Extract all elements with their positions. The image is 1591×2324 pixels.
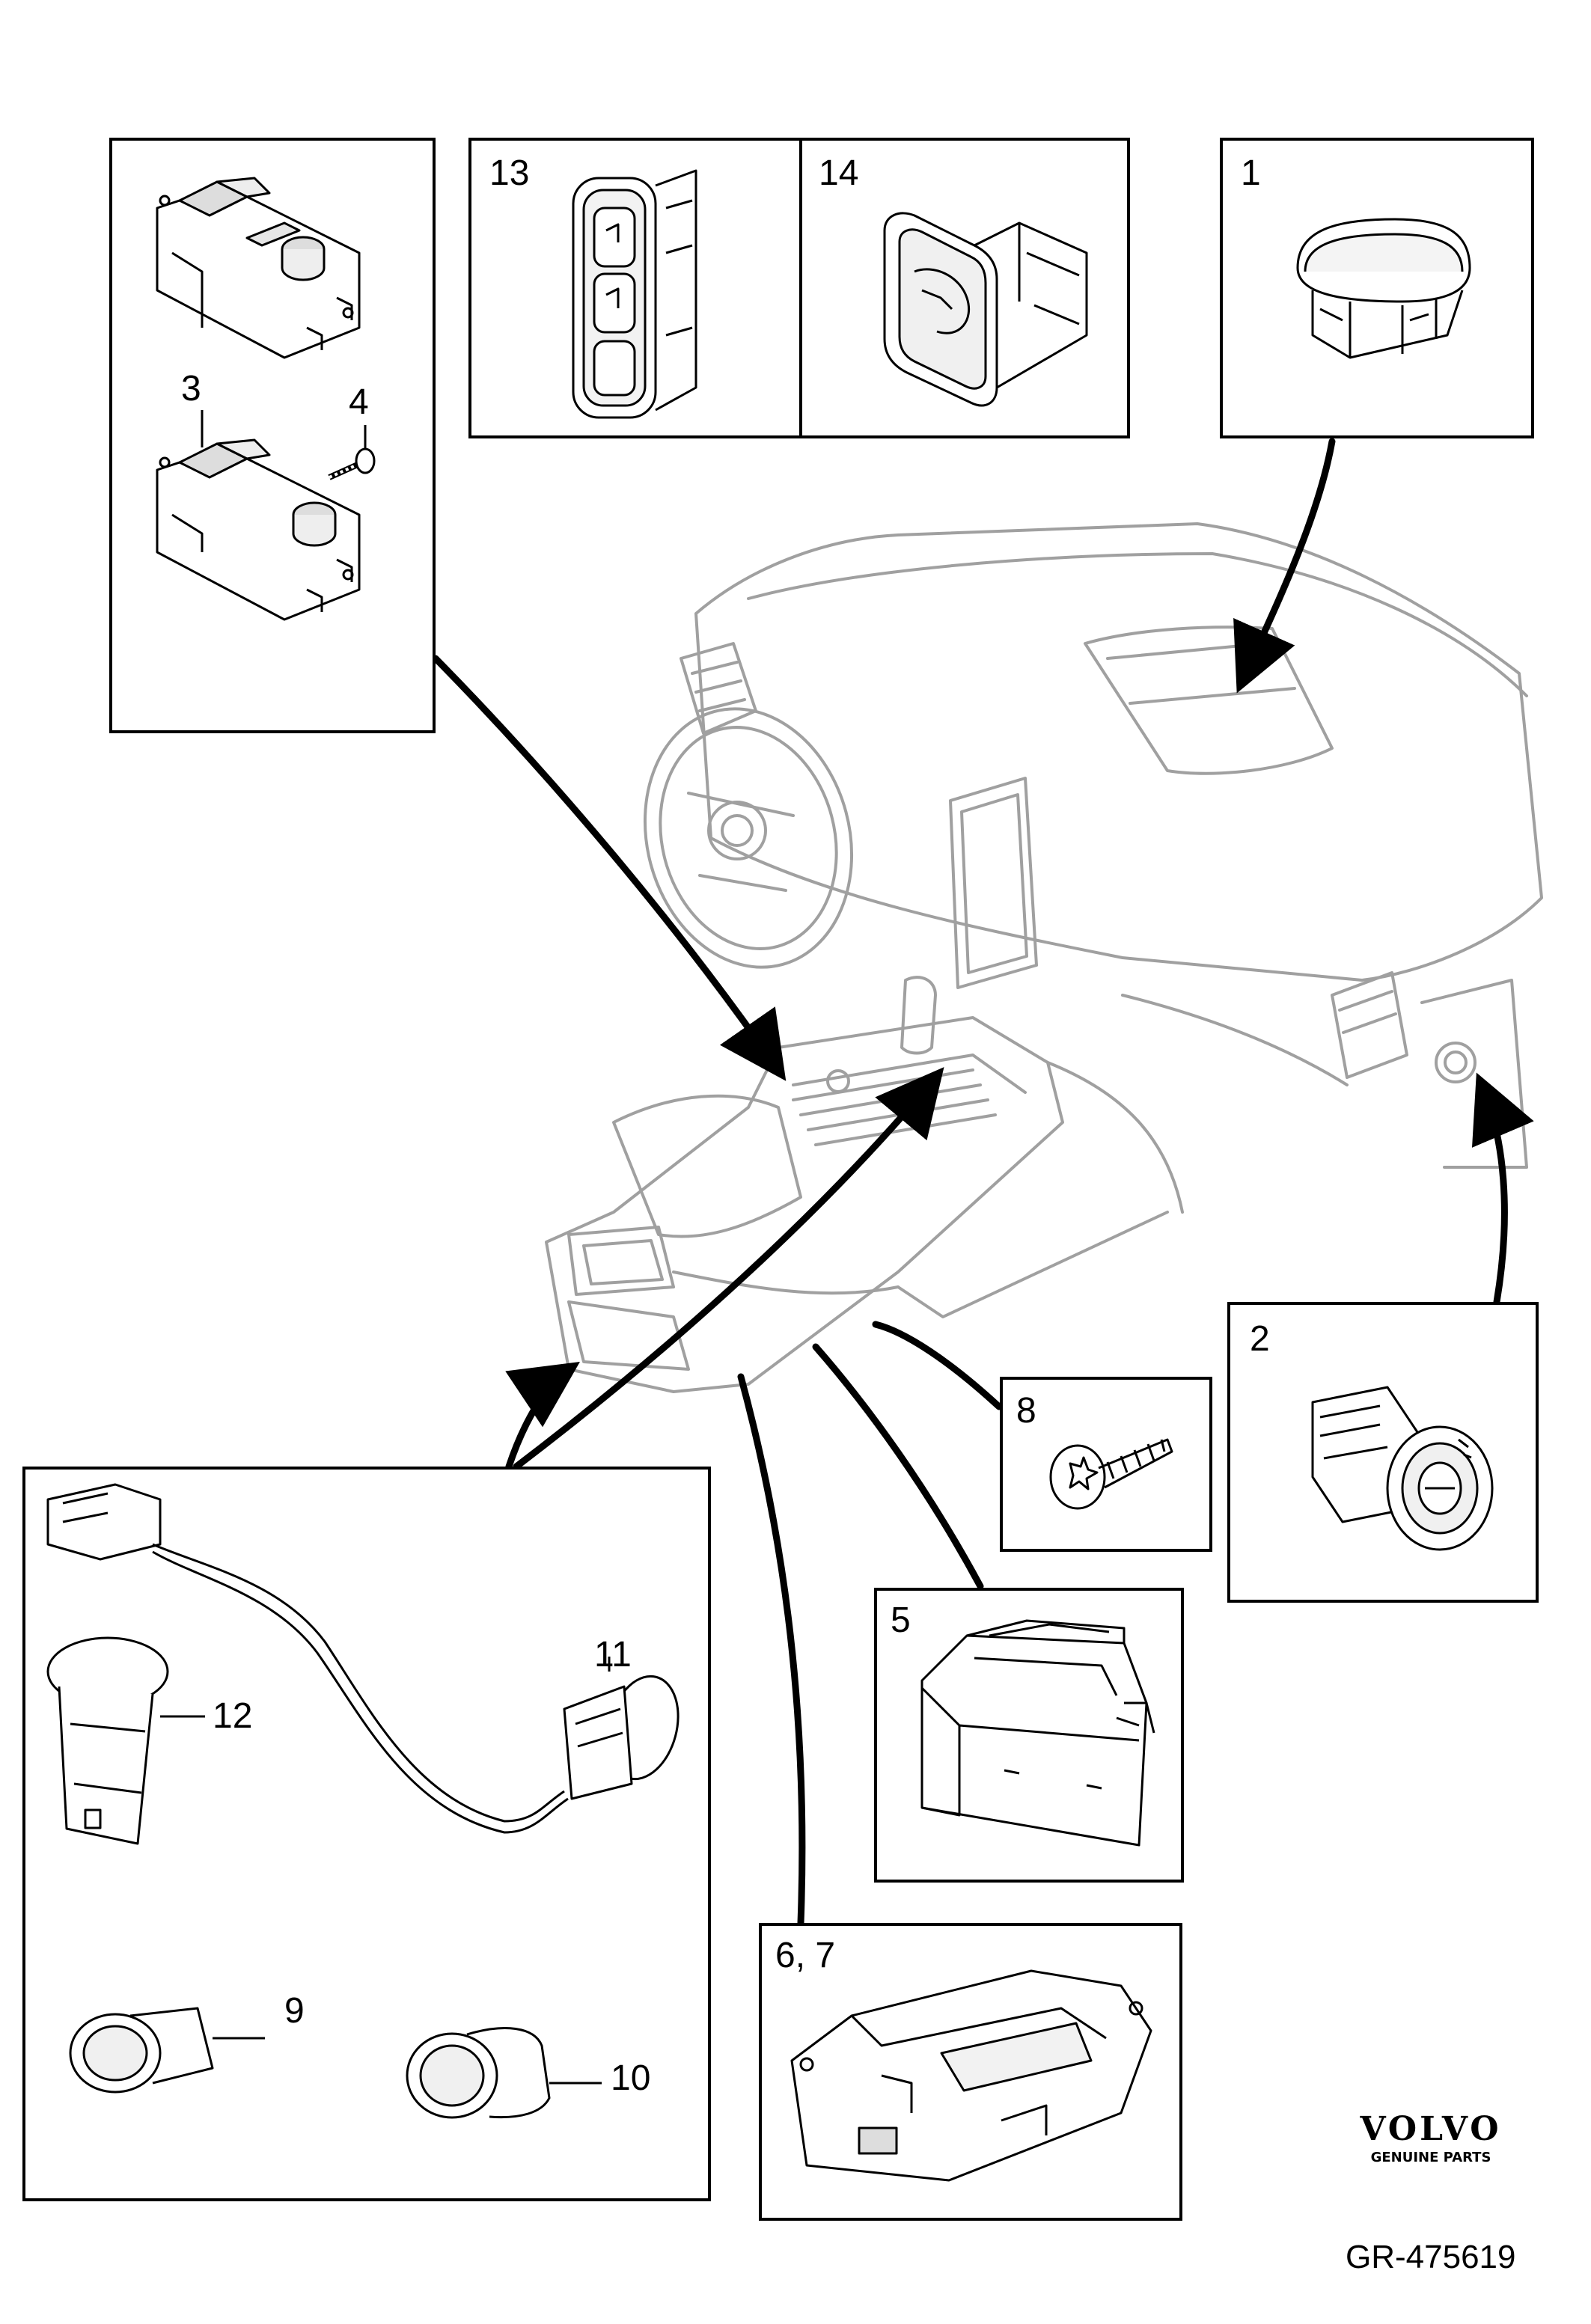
callout-8: 8 xyxy=(1016,1391,1036,1431)
screw-8-illustration xyxy=(1049,1438,1173,1510)
callout-13: 13 xyxy=(489,153,530,193)
callout-9: 9 xyxy=(284,1991,305,2031)
tray-6-7-illustration xyxy=(790,1969,1152,2182)
socket-2-illustration xyxy=(1311,1386,1494,1551)
callout-6-7: 6, 7 xyxy=(775,1936,836,1975)
button-1-illustration xyxy=(1296,218,1471,359)
switch-panel-13-illustration xyxy=(572,169,697,419)
sockets-9-12-illustration xyxy=(46,1483,680,2119)
parts-box-8: 8 xyxy=(1000,1377,1212,1552)
parts-box-3-4: 3 4 xyxy=(109,138,436,733)
brand-logo-text: VOLVO xyxy=(1360,2110,1502,2148)
callout-1: 1 xyxy=(1241,153,1261,193)
callout-4: 4 xyxy=(349,382,369,422)
parts-box-5: 5 xyxy=(874,1588,1184,1883)
callout-12: 12 xyxy=(213,1696,253,1736)
switch-14-illustration xyxy=(883,212,1088,407)
callout-10: 10 xyxy=(611,2058,651,2098)
parts-box-6-7: 6, 7 xyxy=(759,1923,1182,2221)
parts-box-13: 13 xyxy=(468,138,802,438)
callout-11: 11 xyxy=(594,1635,632,1675)
seat-switch-illustration xyxy=(156,177,376,621)
reference-number: GR-475619 xyxy=(1346,2239,1516,2275)
callout-3: 3 xyxy=(181,369,201,409)
leader-arrows xyxy=(432,438,1534,1927)
parts-box-1: 1 xyxy=(1220,138,1534,438)
volvo-genuine-parts-logo: VOLVO GENUINE PARTS xyxy=(1341,2110,1521,2165)
module-5-illustration xyxy=(920,1619,1155,1847)
parts-box-2: 2 xyxy=(1227,1302,1539,1603)
callout-14: 14 xyxy=(819,153,859,193)
parts-box-14: 14 xyxy=(799,138,1130,438)
callout-5: 5 xyxy=(891,1600,911,1640)
parts-box-9-12: 11 12 9 10 xyxy=(22,1467,711,2201)
callout-2: 2 xyxy=(1250,1319,1270,1359)
brand-tagline: GENUINE PARTS xyxy=(1370,2150,1491,2165)
